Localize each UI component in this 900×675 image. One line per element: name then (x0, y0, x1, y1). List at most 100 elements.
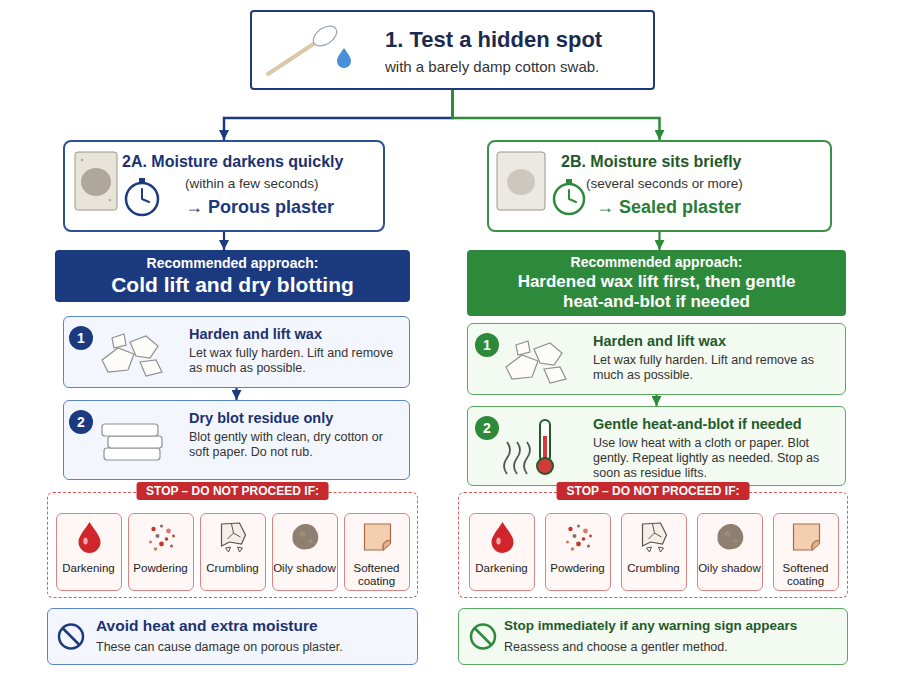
stopwatch-icon (126, 183, 158, 215)
result-outcome: → Sealed plaster (596, 197, 741, 219)
powdering-icon (149, 524, 175, 550)
box-title: 1. Test a hidden spot (385, 27, 602, 53)
warning-label: Crumbling (201, 562, 264, 575)
circle-shape (69, 410, 93, 434)
step-title: Gentle heat-and-blot if needed (593, 416, 802, 433)
thermometer-icon (504, 442, 510, 474)
warning-panel: STOP – DO NOT PROCEED IF:DarkeningPowder… (458, 492, 848, 598)
prohibition-icon (59, 625, 83, 649)
stopwatch-icon (569, 190, 576, 202)
darkening-icon (492, 522, 514, 553)
warning-heading: STOP – DO NOT PROCEED IF: (557, 482, 750, 500)
porous-sample-icon (81, 168, 111, 196)
porous-sample-icon (81, 159, 83, 161)
blotting-cloth-icon (108, 436, 162, 448)
step-box: Harden and lift waxLet wax fully harden.… (467, 323, 846, 395)
prohibition-icon (471, 625, 495, 649)
stopwatch-icon (554, 179, 584, 214)
cotton-swab-icon (268, 22, 351, 74)
band-kicker: Recommended approach: (55, 255, 410, 272)
result-box: 2A. Moisture darkens quickly(within a fe… (63, 140, 385, 232)
thermometer-icon (543, 436, 547, 462)
band-heading: Hardened wax lift first, then gentle hea… (497, 272, 816, 312)
connector-arrow (223, 232, 225, 250)
circle-shape (475, 416, 499, 440)
warning-tile: Oily shadow (272, 513, 338, 591)
warning-label: Darkening (470, 562, 533, 575)
crumbling-icon (222, 523, 246, 552)
porous-sample-icon (75, 152, 117, 210)
warning-label: Powdering (129, 562, 192, 575)
porous-sample-icon (109, 199, 111, 201)
note-body: Reassess and choose a gentler method. (504, 640, 834, 655)
warning-tile: Crumbling (621, 513, 687, 591)
thermometer-icon (540, 420, 550, 462)
step-number-text: 1 (69, 326, 93, 350)
step-box: Dry blot residue onlyBlot gently with cl… (63, 400, 410, 480)
step-box: Harden and lift waxLet wax fully harden.… (63, 316, 410, 388)
circle-shape (69, 326, 93, 350)
warning-tile: Powdering (545, 513, 611, 591)
note-box: Avoid heat and extra moistureThese can c… (47, 608, 418, 665)
band-heading: Cold lift and dry blotting (55, 273, 410, 296)
blotting-cloth-icon (102, 424, 162, 460)
cotton-swab-icon (268, 41, 318, 74)
darkening-icon (79, 522, 101, 553)
softened-coating-icon (365, 524, 391, 550)
result-box: 2B. Moisture sits briefly (several second… (487, 140, 832, 232)
warning-label: Softened coating (345, 562, 408, 588)
note-body: These can cause damage on porous plaster… (96, 640, 406, 655)
warning-heading: STOP – DO NOT PROCEED IF: (136, 482, 329, 500)
step-body: Use low heat with a cloth or paper. Blot… (593, 436, 837, 481)
stopwatch-icon (139, 178, 145, 183)
stopwatch-icon (126, 178, 158, 215)
oily-shadow-icon (717, 524, 743, 549)
powdering-icon (566, 524, 592, 550)
warning-label: Darkening (57, 562, 120, 575)
test-box: 1. Test a hidden spot with a barely damp … (250, 10, 655, 90)
connector-arrow (224, 90, 453, 140)
result-title: 2A. Moisture darkens quickly (122, 152, 343, 171)
stopwatch-icon (554, 184, 584, 214)
prohibition-icon (59, 625, 83, 649)
stopwatch-icon (142, 189, 149, 202)
softened-coating-icon (794, 524, 820, 550)
connector-arrow (658, 232, 660, 250)
connector-arrow (235, 388, 237, 400)
step-title: Harden and lift wax (593, 333, 726, 350)
warning-tile: Darkening (56, 513, 122, 591)
box-subtitle: with a barely damp cotton swab. (385, 58, 599, 76)
crumbling-icon (643, 523, 667, 552)
step-title: Harden and lift wax (189, 326, 322, 343)
circle-shape (475, 333, 499, 357)
sealed-sample-icon (497, 152, 545, 210)
sealed-sample-icon (497, 152, 545, 210)
result-title: 2B. Moisture sits briefly (561, 152, 742, 171)
connector-arrow (655, 395, 657, 406)
step-number-text: 2 (475, 416, 499, 440)
warning-tile: Oily shadow (697, 513, 763, 591)
step-number: 1 (69, 326, 93, 350)
step-box: Gentle heat-and-blot if neededUse low he… (467, 406, 846, 486)
connector-arrow (453, 90, 660, 140)
warning-label: Powdering (546, 562, 609, 575)
blotting-cloth-icon (102, 424, 158, 436)
warning-label: Crumbling (622, 562, 685, 575)
step-number-text: 2 (69, 410, 93, 434)
note-box: Stop immediately if any warning sign app… (458, 608, 848, 665)
wax-chips-icon (506, 341, 566, 383)
cotton-swab-icon (337, 48, 351, 68)
approach-band: Recommended approach:Cold lift and dry b… (55, 250, 410, 302)
thermometer-icon (514, 442, 520, 474)
prohibition-icon (475, 628, 492, 645)
thermometer-icon (504, 420, 553, 474)
step-body: Let wax fully harden. Lift and remove as… (189, 346, 401, 376)
step-number: 1 (475, 333, 499, 357)
warning-tile: Softened coating (773, 513, 839, 591)
warning-tile: Powdering (128, 513, 194, 591)
warning-label: Softened coating (774, 562, 837, 588)
porous-sample-icon (75, 152, 117, 210)
result-note: (several seconds or more) (586, 176, 743, 192)
